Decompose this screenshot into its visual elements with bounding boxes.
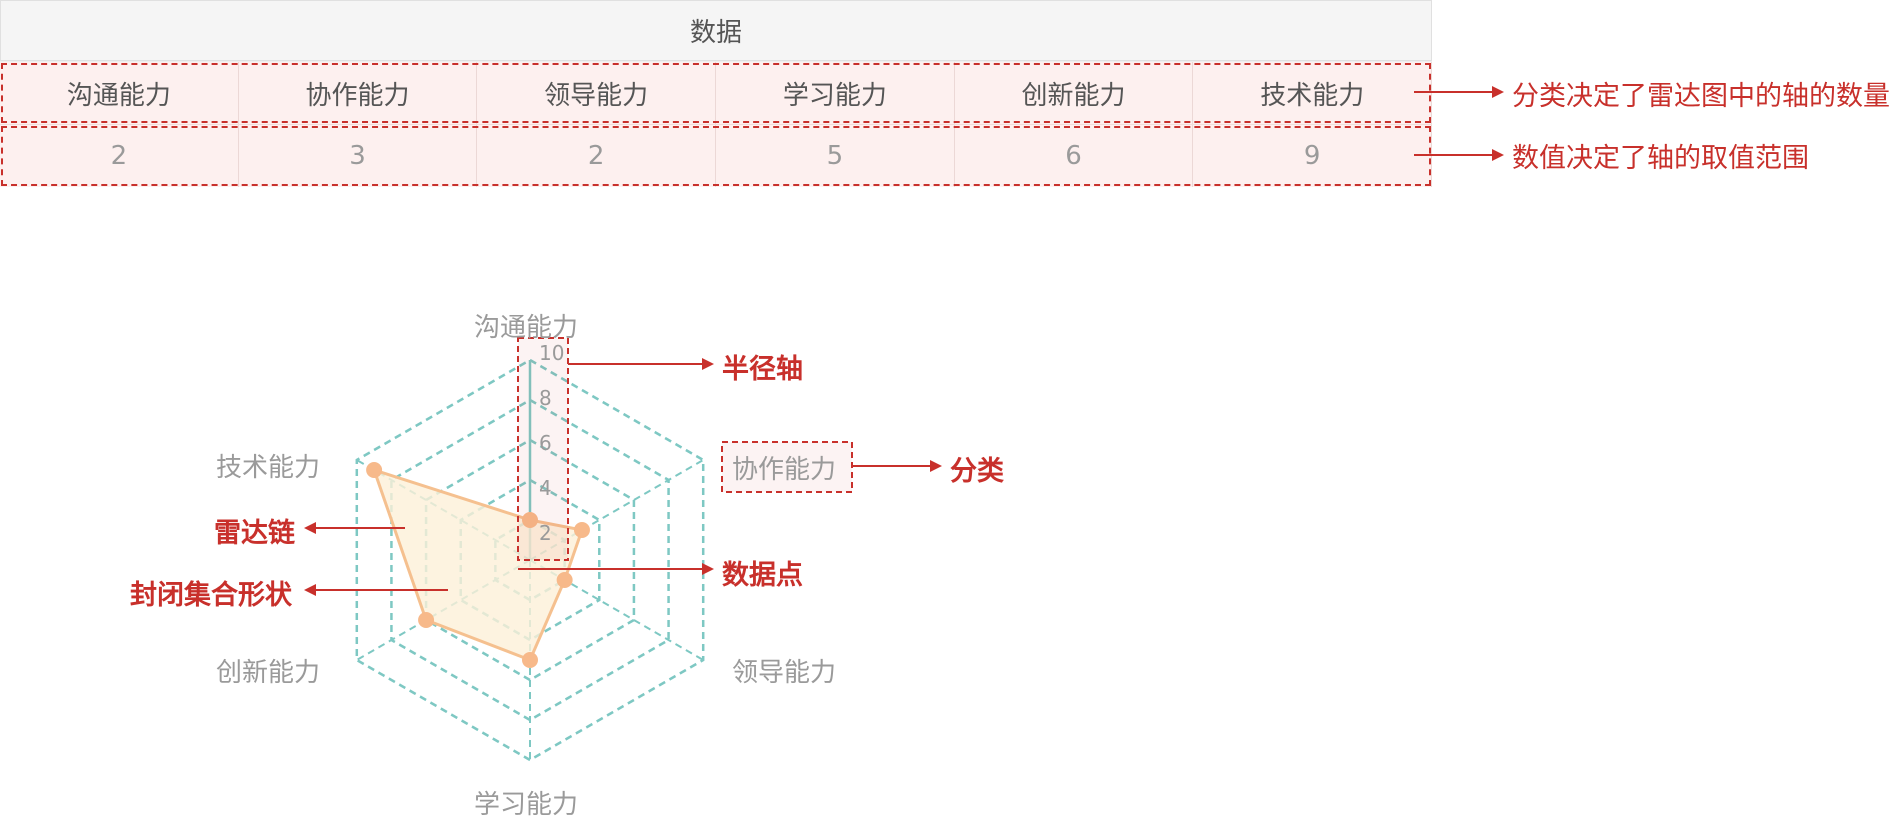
values-note: 数值决定了轴的取值范围	[1512, 143, 1809, 174]
radius-axis-note: 半径轴	[722, 354, 803, 385]
data-point-5	[366, 462, 383, 478]
axis-label-technical: 技术能力	[216, 453, 321, 483]
data-point-2	[556, 572, 573, 588]
data-point-3	[522, 652, 538, 668]
radius-axis-box	[517, 337, 569, 561]
axis-label-communication: 沟通能力	[474, 313, 579, 343]
data-point-note: 数据点	[722, 560, 803, 591]
axis-spoke	[529, 459, 704, 561]
value-cell: 2	[477, 125, 717, 187]
data-point-4	[418, 612, 435, 628]
category-box	[721, 441, 853, 493]
category-cell: 沟通能力	[0, 62, 239, 124]
axis-label-learning: 学习能力	[474, 790, 579, 820]
category-cell: 学习能力	[716, 62, 955, 124]
tick-label: 8	[539, 386, 552, 410]
tick-label: 4	[539, 476, 552, 500]
category-note: 分类	[950, 456, 1004, 487]
category-cell: 技术能力	[1193, 62, 1433, 124]
value-cell: 6	[955, 125, 1194, 187]
axis-label-collaboration: 协作能力	[732, 455, 837, 485]
grid-ring	[355, 358, 705, 762]
value-cell: 2	[0, 125, 239, 187]
data-point-0	[522, 512, 538, 528]
category-cell: 协作能力	[239, 62, 478, 124]
axis-spoke	[529, 559, 704, 661]
table-title: 数据	[0, 0, 1432, 61]
axis-label-innovation: 创新能力	[216, 658, 321, 688]
tick-label: 2	[539, 521, 552, 545]
category-cell: 创新能力	[955, 62, 1194, 124]
categories-row: 沟通能力 协作能力 领导能力 学习能力 创新能力 技术能力	[0, 61, 1433, 124]
value-cell: 3	[239, 125, 478, 187]
value-cell: 5	[716, 125, 955, 187]
data-table: 数据 沟通能力 协作能力 领导能力 学习能力 创新能力 技术能力 2 3 2 5…	[0, 0, 1433, 187]
radar-chain-note: 雷达链	[214, 518, 295, 549]
tick-label: 10	[539, 341, 565, 365]
tick-label: 6	[539, 431, 552, 455]
axis-label-leadership: 领导能力	[732, 658, 837, 688]
categories-note: 分类决定了雷达图中的轴的数量	[1512, 81, 1890, 112]
closed-shape-note: 封闭集合形状	[130, 580, 292, 611]
data-point-1	[573, 522, 590, 538]
category-cell: 领导能力	[477, 62, 717, 124]
